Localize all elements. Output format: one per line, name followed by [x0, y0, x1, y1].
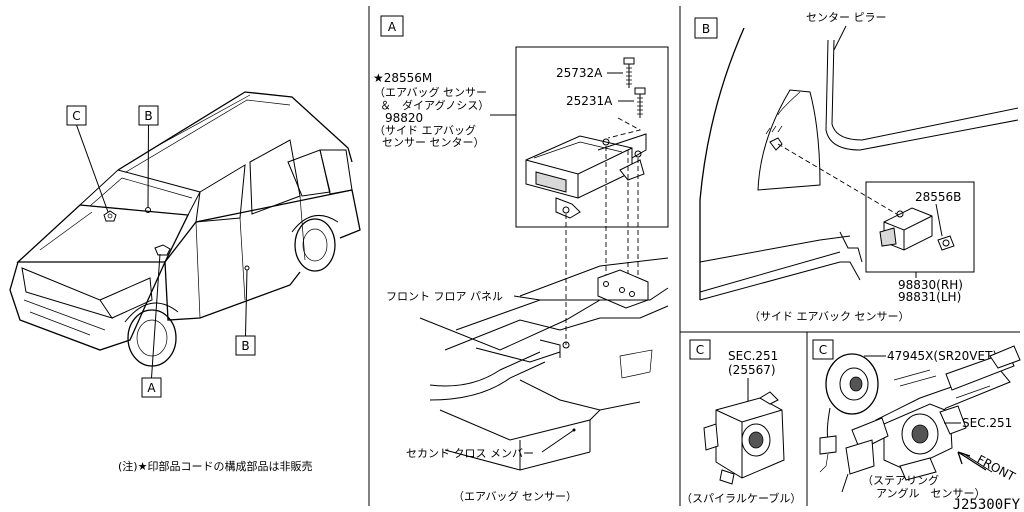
part-98820-desc-1: （サイド エアバッグ: [374, 123, 476, 137]
part-98831-lh: 98831(LH): [898, 290, 961, 304]
center-pillar-label: センター ピラー: [806, 11, 887, 24]
sensor-inset-frame: [515, 46, 669, 228]
part-98820: 98820: [385, 111, 423, 125]
panel-a-letter: A: [388, 20, 397, 34]
panel-a-caption: （エアバッグ センサー）: [453, 489, 577, 503]
panel-c2-letter: C: [819, 343, 827, 357]
part-28556m: ★28556M: [373, 71, 432, 85]
callout-b-upper: B: [144, 109, 152, 123]
part-28556m-desc-1: （エアバッグ センサー: [374, 85, 487, 99]
side-airbag-sensor: [879, 207, 955, 251]
mounting-bolts: [623, 57, 646, 118]
steering-angle-sensor: [819, 353, 879, 473]
airbag-sensor-module: [525, 133, 647, 219]
panel-b-letter: B: [702, 22, 710, 36]
non-sale-note: (注)★印部品コードの構成部品は非販売: [118, 459, 312, 473]
spiral-cable: [703, 391, 785, 485]
second-cross-member-label: セカンド クロス メンバー: [406, 447, 534, 460]
alignment-lines: [565, 117, 642, 345]
bolt-25732a: 25732A: [556, 66, 603, 80]
diagram-code: J25300FY: [953, 497, 1021, 512]
bolt-25231a: 25231A: [566, 94, 613, 108]
panel-b-caption: （サイド エアバック センサー）: [749, 310, 910, 323]
part-98830-rh: 98830(RH): [898, 278, 963, 292]
combination-switch-assembly: [841, 345, 1021, 493]
vehicle-callouts: C B B A: [66, 105, 256, 398]
front-floor-panel-label: フロント フロア パネル: [386, 290, 503, 303]
front-direction-arrow: FRONT: [957, 451, 1018, 484]
side-sensor-inset-frame: [865, 181, 975, 273]
panel-c2-caption-1: （ステアリング: [862, 473, 939, 487]
front-label: FRONT: [975, 452, 1018, 484]
panel-c1-caption: （スパイラルケーブル）: [681, 491, 801, 505]
part-98820-desc-2: センサー センター）: [382, 136, 485, 149]
floor-bracket: [597, 269, 649, 309]
panel-dividers: [368, 6, 1020, 506]
sec-251-switch: SEC.251: [962, 416, 1012, 430]
center-pillar-structure: [699, 27, 1019, 301]
callout-b-lower: B: [241, 339, 249, 353]
callout-a: A: [147, 381, 156, 395]
vehicle-illustration: [9, 91, 361, 367]
part-28556b: 28556B: [915, 190, 961, 204]
callout-c: C: [72, 109, 80, 123]
sec-251-spiral: SEC.251: [728, 349, 778, 363]
panel-c2-caption-2: アングル センサー）: [876, 486, 986, 500]
part-28556m-desc-2: ＆ ダイアグノシス）: [380, 98, 489, 112]
part-47945x: 47945X(SR20VET): [887, 349, 997, 363]
airbag-sensor-labels: ★28556M （エアバッグ センサー ＆ ダイアグノシス） 98820 （サイ…: [373, 71, 489, 149]
part-25567: (25567): [728, 363, 776, 377]
panel-c1-letter: C: [696, 343, 704, 357]
